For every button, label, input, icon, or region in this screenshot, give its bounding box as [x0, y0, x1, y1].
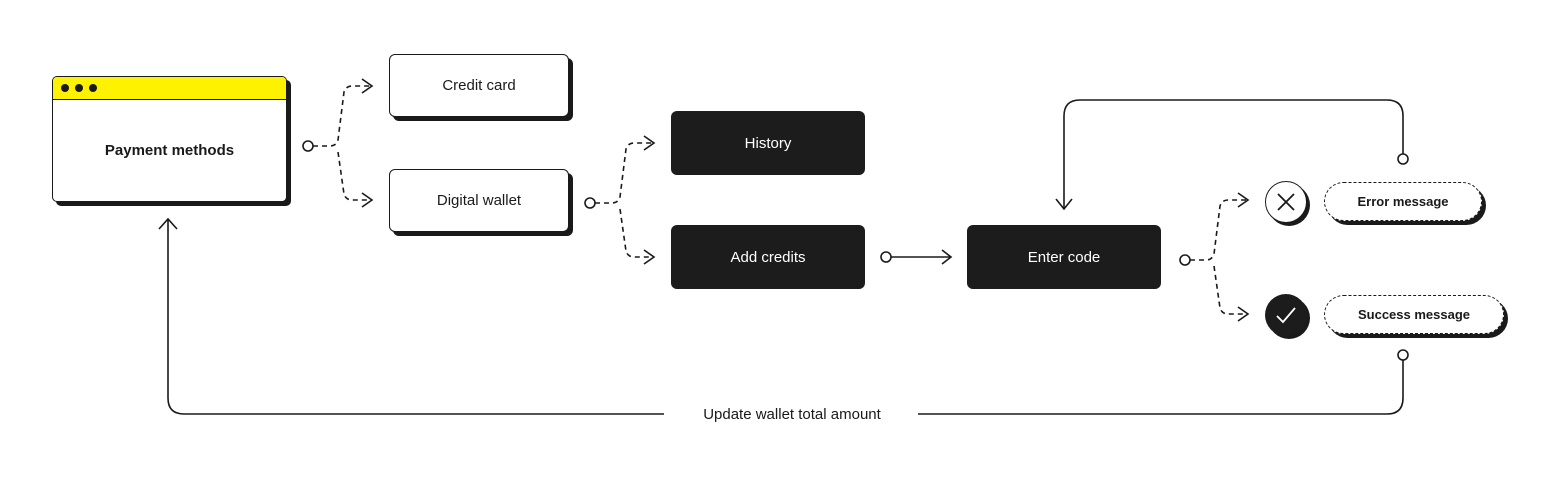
digital-wallet-node[interactable]: Digital wallet: [389, 169, 569, 232]
credit-card-node[interactable]: Credit card: [389, 54, 569, 117]
window-dot-icon: [61, 84, 69, 92]
edge-error-loop: [1055, 99, 1409, 211]
history-node[interactable]: History: [671, 111, 865, 175]
window-title-bar: [53, 77, 286, 100]
check-glyph: [1276, 307, 1296, 324]
enter-code-label: Enter code: [1027, 248, 1101, 266]
branch-enter-code: [1179, 192, 1250, 322]
success-message-label: Success message: [1357, 307, 1471, 322]
update-wallet-label: Update wallet total amount: [680, 403, 904, 425]
branch-digital-wallet: [584, 135, 656, 265]
digital-wallet-label: Digital wallet: [436, 192, 522, 209]
credit-card-label: Credit card: [442, 77, 516, 94]
success-message-node[interactable]: Success message: [1324, 295, 1504, 334]
add-credits-label: Add credits: [730, 248, 806, 266]
edge-success-loop: [158, 217, 1409, 415]
edge-add-credits-enter-code: [880, 249, 953, 265]
branch-payment-methods: [302, 78, 374, 208]
check-icon: [1265, 294, 1307, 336]
x-icon: [1265, 181, 1307, 223]
window-dot-icon: [75, 84, 83, 92]
payment-methods-window[interactable]: Payment methods: [52, 76, 287, 202]
x-glyph: [1277, 193, 1295, 211]
history-label: History: [744, 134, 792, 152]
payment-methods-label: Payment methods: [104, 142, 235, 159]
enter-code-node[interactable]: Enter code: [967, 225, 1161, 289]
window-dot-icon: [89, 84, 97, 92]
add-credits-node[interactable]: Add credits: [671, 225, 865, 289]
error-message-label: Error message: [1357, 194, 1449, 209]
error-message-node[interactable]: Error message: [1324, 182, 1482, 221]
